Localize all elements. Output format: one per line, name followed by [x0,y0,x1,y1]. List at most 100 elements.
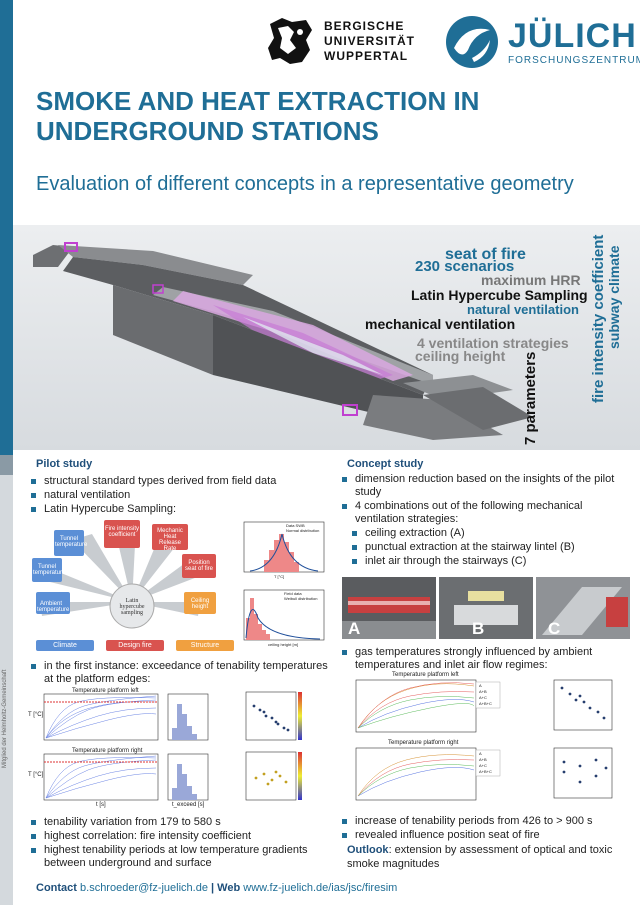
contact-label: Contact [36,882,77,894]
pilot-chart-xlabel: t [s] [96,802,106,808]
category-design-fire: Design fire [106,640,164,651]
pilot-chart-ylabel-bottom: T [°C] [28,772,44,778]
legend-ab: A+B [479,689,487,694]
juelich-mark-icon [446,16,498,68]
sidebar-accent-top [0,0,13,455]
distribution-chart-weibull: Field data Weibull distribution ceiling … [234,588,326,650]
legend-a-2: A [479,751,482,756]
pilot-temperature-charts: Temperature platform left Temperature pl… [28,688,328,810]
lhs-node-ceiling: Ceiling height [190,598,210,610]
pilot-bullet-6: highest correlation: fire intensity coef… [28,830,328,843]
concept-bullets-mid: gas temperatures strongly influenced by … [339,646,629,673]
outlook-text: Outlook: extension by assessment of opti… [347,843,627,871]
web-url-link[interactable]: www.fz-juelich.de/ias/jsc/firesim [243,882,398,894]
pilot-bullets-mid: in the first instance: exceedance of ten… [28,660,328,687]
poster-subtitle: Evaluation of different concepts in a re… [36,173,574,195]
pilot-hist-xlabel: t_exceed [s] [172,802,205,808]
keyword-mechanical-ventilation: mechanical ventilation [365,316,516,332]
concept-bullet-4: increase of tenability periods from 426 … [339,815,629,828]
legend-abc-2: A+B+C [479,769,492,774]
juelich-name: JÜLICH [508,16,637,55]
pilot-bullet-2: natural ventilation [28,489,328,502]
pilot-chart-ylabel-top: T [°C] [28,712,44,718]
normal-legend-1: Data SWB [286,523,305,528]
concept-bullet-1: dimension reduction based on the insight… [339,473,629,499]
concept-bullets-top: dimension reduction based on the insight… [339,473,629,569]
concept-bullet-3: gas temperatures strongly influenced by … [339,646,629,672]
station-geometry-render [33,242,533,440]
concept-temperature-graphic [355,679,613,801]
lhs-center-label: Latin hypercube sampling [119,598,145,616]
poster-title-line-1: SMOKE AND HEAT EXTRACTION IN [36,86,480,116]
concept-legend-bottom: A A+B A+C A+B+C [479,751,492,775]
weibull-distribution-graphic [243,589,325,641]
category-climate: Climate [36,640,94,651]
weibull-legend-2: Weibull distribution [284,596,318,601]
lhs-node-tunnel-2: Tunnel temperature [55,536,88,548]
legend-abc: A+B+C [479,701,492,706]
lhs-node-tunnel-1: Tunnel temperature [33,564,66,576]
pilot-chart-top-title: Temperature platform left [72,688,139,694]
pilot-bullet-4: in the first instance: exceedance of ten… [28,660,328,686]
lhs-node-fire-intensity: Fire intensity coefficient [105,526,140,538]
keyword-subway-climate: subway climate [606,245,622,350]
lhs-node-ambient: Ambient temperature [37,601,70,613]
hero-station-render: seat of fire 230 scenarios maximum HRR L… [13,225,640,450]
wuppertal-line-3: WUPPERTAL [324,48,409,63]
distribution-chart-normal: Data SWB Normal distribution T [°C] [234,520,326,582]
legend-a: A [479,683,482,688]
concept-temperature-charts: Temperature platform left Temperature pl… [340,672,630,808]
keyword-seat-of-fire: seat of fire [445,246,526,263]
pilot-chart-bottom-title: Temperature platform right [72,748,143,754]
pilot-temperature-graphic [43,691,302,801]
concept-chart-bottom-title: Temperature platform right [388,740,459,746]
wuppertal-logo: BERGISCHE UNIVERSITÄT WUPPERTAL [262,14,415,68]
render-label-a: A [348,619,361,638]
lhs-diagram: Latin hypercube sampling Ambient tempera… [32,520,232,655]
keyword-natural-ventilation: natural ventilation [467,302,579,317]
sidebar-accent-bottom [0,475,13,905]
concept-bullet-2: 4 combinations out of the following mech… [339,500,629,526]
concept-chart-top-title: Temperature platform left [392,672,459,678]
sidebar-accent-mid [0,455,13,475]
concept-legend-top: A A+B A+C A+B+C [479,683,492,707]
outlook-body: : extension by assessment of optical and… [347,844,613,870]
legend-ac-2: A+C [479,763,487,768]
keyword-lhs: Latin Hypercube Sampling [411,287,588,303]
keyword-fire-intensity: fire intensity coefficient [590,234,607,403]
weibull-xlabel: ceiling height [m] [268,642,299,647]
contact-line: Contact b.schroeder@fz-juelich.de | Web … [36,882,398,894]
juelich-logo: JÜLICH FORSCHUNGSZENTRUM [444,14,640,70]
pilot-bullet-1: structural standard types derived from f… [28,475,328,488]
category-structure: Structure [176,640,234,651]
wuppertal-line-1: BERGISCHE [324,18,405,33]
web-label: Web [217,882,241,894]
lhs-node-position: Position seat of fire [184,560,213,572]
weibull-legend-1: Field data [284,591,302,596]
legend-ab-2: A+B [479,757,487,762]
poster-title-line-2: UNDERGROUND STATIONS [36,116,379,146]
pilot-bullet-3: Latin Hypercube Sampling: [28,503,328,516]
wuppertal-crest-icon [268,18,312,64]
lhs-diagram-graphic [32,520,216,629]
concept-bullets-bottom: increase of tenability periods from 426 … [339,815,629,843]
pilot-bullet-5: tenability variation from 179 to 580 s [28,816,328,829]
normal-legend-2: Normal distribution [286,528,320,533]
concept-bullet-5: revealed influence position seat of fire [339,829,629,842]
normal-distribution-graphic [243,521,325,573]
pilot-bullet-7: highest tenability periods at low temper… [28,844,328,870]
keyword-ceiling-height: ceiling height [415,348,506,364]
concept-strategy-b: punctual extraction at the stairway lint… [339,541,629,554]
keyword-scenarios: 230 scenarios [415,258,515,275]
keyword-7-parameters: 7 parameters [522,351,539,445]
poster-title: SMOKE AND HEAT EXTRACTION IN UNDERGROUND… [36,86,596,146]
pilot-bullets-top: structural standard types derived from f… [28,475,328,517]
render-label-b: B [472,619,485,638]
contact-email-link[interactable]: b.schroeder@fz-juelich.de [80,882,208,894]
juelich-sub: FORSCHUNGSZENTRUM [508,54,640,66]
outlook-label: Outlook [347,844,389,856]
lhs-node-hrr: Mechanic Heat Release Rate [157,528,183,552]
render-label-c: C [548,619,561,638]
strategy-renders-graphic [342,577,630,639]
pilot-study-heading: Pilot study [36,458,93,470]
